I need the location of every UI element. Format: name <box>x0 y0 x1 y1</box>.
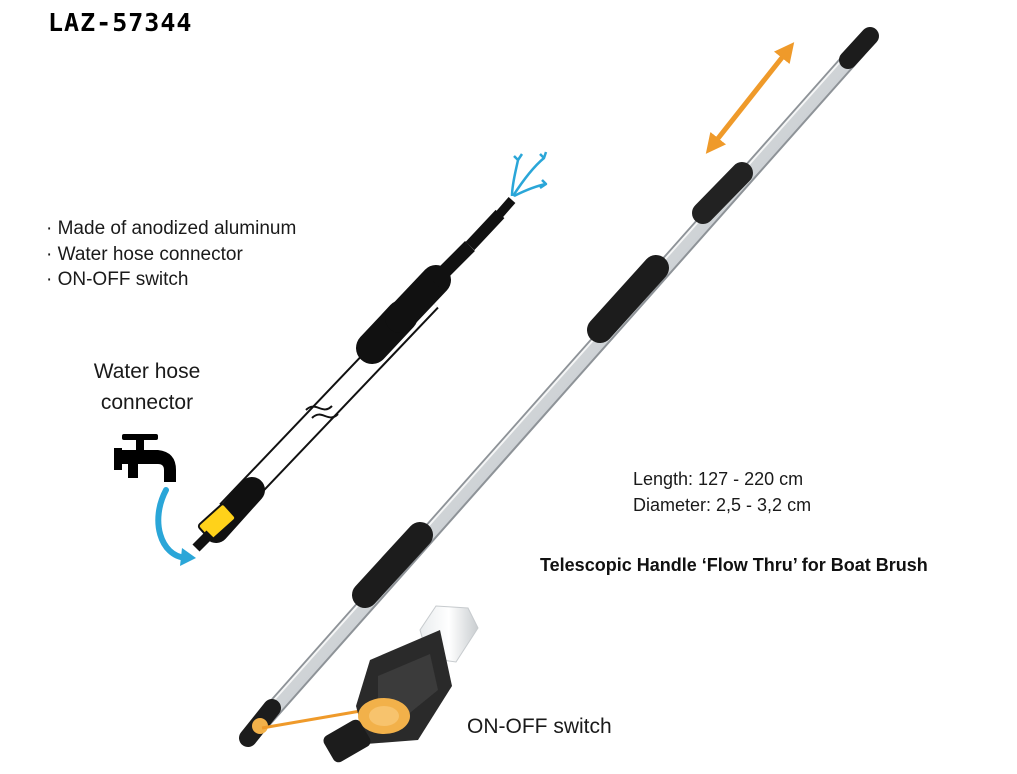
product-code: LAZ-57344 <box>48 8 193 37</box>
pole-top-tip <box>839 27 879 69</box>
product-title: Telescopic Handle ‘Flow Thru’ for Boat B… <box>540 555 928 575</box>
switch-label: ON-OFF switch <box>467 715 612 738</box>
hose-connector-label-line: Water hose <box>93 360 201 383</box>
flow-thru-handle <box>192 197 516 552</box>
spec-diameter: Diameter: 2,5 - 3,2 cm <box>633 495 812 515</box>
switch-closeup <box>323 605 479 763</box>
spec-list: Length: 127 - 220 cm Diameter: 2,5 - 3,2… <box>633 466 811 518</box>
telescopic-pole <box>239 27 879 747</box>
feature-list: · Made of anodized aluminum · Water hose… <box>46 216 296 293</box>
spec-length: Length: 127 - 220 cm <box>633 469 804 489</box>
clamp-sleeve-upper <box>692 162 753 224</box>
faucet-icon <box>114 434 176 482</box>
clamp-sleeve-lower <box>352 522 433 608</box>
curved-arrow-icon <box>155 487 196 566</box>
feature-item: · ON-OFF switch <box>46 269 189 290</box>
telescoping-arrow-icon <box>705 42 795 154</box>
feature-item: · Made of anodized aluminum <box>46 218 297 239</box>
clamp-sleeve-middle <box>587 255 669 343</box>
water-spray-icon <box>510 151 548 198</box>
hose-connector-label-line: connector <box>100 391 194 414</box>
hose-connector-label: Water hose connector <box>86 356 208 418</box>
feature-item: · Water hose connector <box>46 243 243 265</box>
pole-switch-dot <box>252 718 268 734</box>
